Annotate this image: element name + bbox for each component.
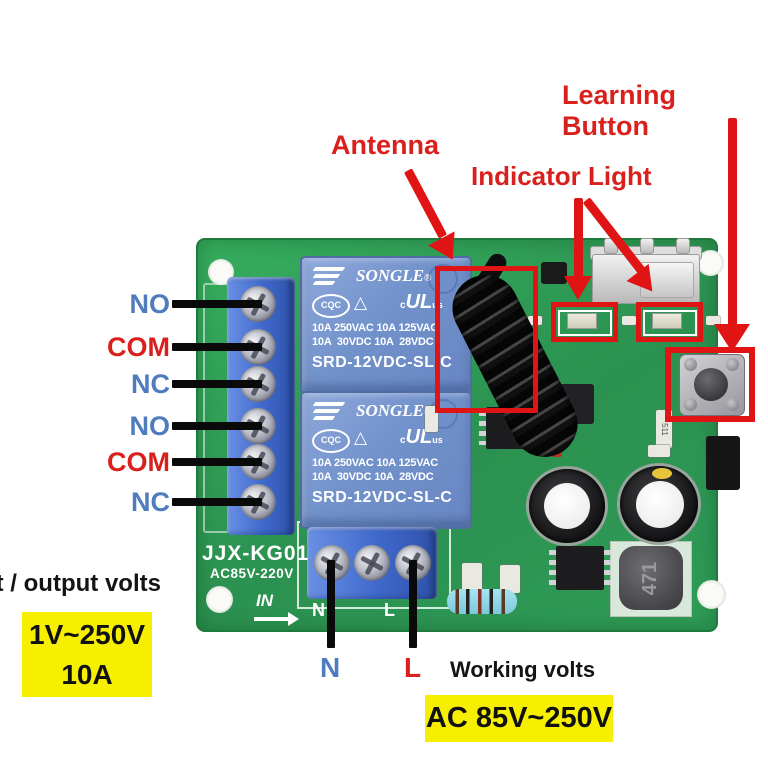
relay-part-number: SRD-12VDC-SL-C [312,489,453,506]
silk-outline [203,283,229,533]
leader-line [172,422,262,430]
soic-chip [549,546,611,590]
relay-1: SONGLE® CQC △ cULus 10A 250VAC 10A 125VA… [300,256,472,394]
cqc-mark-icon: CQC [312,429,350,453]
button-pin [726,398,739,411]
led-silk-outline [558,310,612,336]
leader-line [172,343,262,351]
antenna-arrow [403,168,448,239]
relay-2: SONGLE® CQC △ cULus 10A 250VAC 10A 125VA… [300,391,472,529]
in-arrow-icon [254,617,288,621]
learning-button-arrow [728,118,737,326]
in-silk: IN [256,591,273,610]
relay-ratings-1: 10A 250VAC 10A 125VAC [312,457,439,469]
learning-button-highlight-box [665,347,755,422]
antenna-highlight-box [435,266,538,413]
black-component [541,262,567,284]
l-silk: L [384,600,395,620]
solder-pad [462,563,482,591]
leader-line-n [327,560,335,648]
leader-line [172,380,262,388]
indicator-arrowhead-1 [564,276,592,300]
button-pin [684,358,697,371]
receiver-lever [640,262,694,298]
indicator-light-label: Indicator Light [471,161,652,191]
io-volts-value-box: 1V~250V 10A [22,612,152,697]
triangle-mark-icon: △ [354,428,368,447]
relay-part-number: SRD-12VDC-SL-C [312,354,453,371]
working-volts-value-box: AC 85V~250V [425,695,613,742]
working-volts-range: AC 85V~250V [425,702,613,734]
relay-brand: SONGLE® [356,401,432,420]
relay-ratings-1: 10A 250VAC 10A 125VAC [312,322,439,334]
button-pin [684,398,697,411]
metal-prong [640,238,654,254]
capacitor-marking [652,468,672,479]
black-component [706,436,740,490]
leader-line [172,300,262,308]
mounting-hole [697,580,726,609]
indicator-led-1 [568,314,596,328]
io-volts-range: 1V~250V [29,618,145,650]
board-voltage-silk: AC85V-220V [210,566,294,581]
learning-button-label: Learning Button [562,80,677,141]
power-inductor: 471 [619,546,683,610]
board-model-silk: JJX-KG01 [202,542,310,565]
triangle-mark-icon: △ [354,293,368,312]
live-label: L [404,652,422,683]
indicator-highlight-box-2 [636,302,703,342]
cqc-mark-icon: CQC [312,294,350,318]
n-silk: N [312,600,325,620]
terminal-label-com-1: COM [107,332,170,362]
leader-line-l [409,560,417,648]
indicator-led-2 [653,314,681,328]
capacitor-top [544,483,590,529]
terminal-label-com-2: COM [107,447,170,477]
indicator-arrow-1 [574,198,583,278]
solder-pad [500,565,520,593]
relay-brand: SONGLE® [356,266,432,285]
io-volts-current: 10A [61,658,113,690]
songle-logo-icon [312,402,346,423]
relay-ratings-2: 10A 30VDC 10A 28VDC [312,471,434,483]
leader-line [172,498,262,506]
indicator-highlight-box-1 [551,302,618,342]
smd-resistor [622,316,636,325]
through-hole-resistor [447,589,517,614]
terminal-label-nc-1: NC [131,369,170,399]
terminal-label-no-2: NO [129,411,171,441]
working-volts-label: Working volts [450,657,596,682]
terminal-label-no-1: NO [129,289,171,319]
terminal-screw [354,545,390,581]
leader-line [172,458,262,466]
button-pin [726,358,739,371]
smd-resistor [648,445,670,457]
io-volts-label: Input / output volts [0,570,161,597]
metal-prong [676,238,690,254]
antenna-label: Antenna [331,130,439,160]
in-arrowhead-icon [288,612,299,626]
capacitor-top [636,481,684,528]
relay-ratings-2: 10A 30VDC 10A 28VDC [312,336,434,348]
terminal-label-nc-2: NC [131,487,170,517]
neutral-label: N [320,652,341,683]
inductor-marking: 471 [639,561,662,595]
mounting-hole [206,586,233,613]
smd-resistor [425,406,438,432]
led-silk-outline [643,310,697,336]
songle-logo-icon [312,267,346,288]
smd-resistor [706,316,720,325]
button-plunger [694,368,728,401]
